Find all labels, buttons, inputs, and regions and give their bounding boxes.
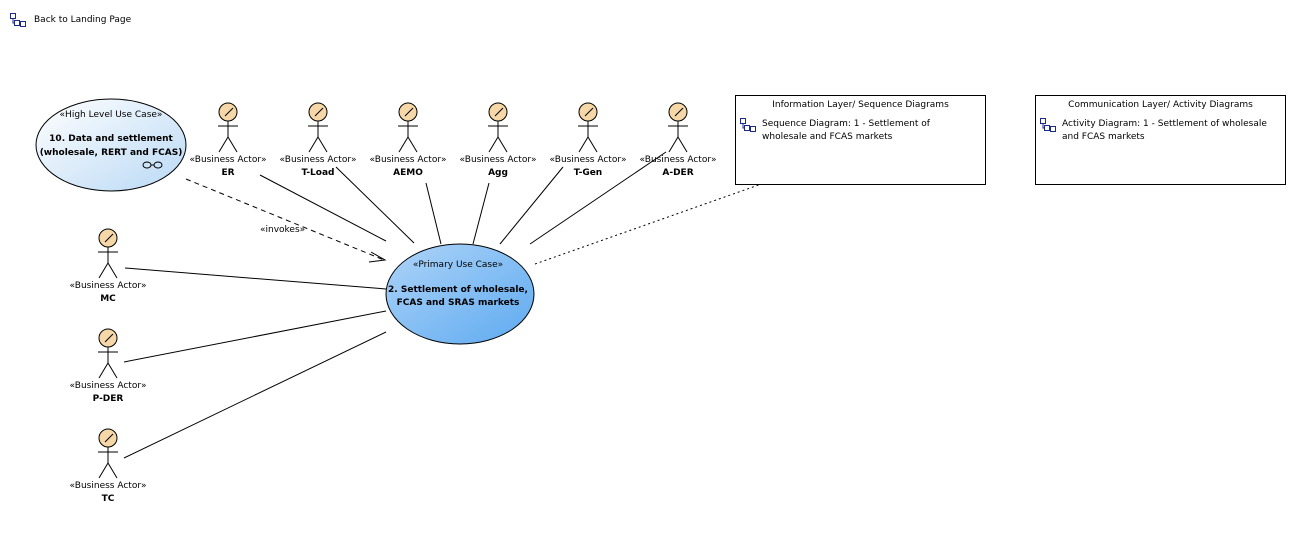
actor-stereotype: «Business Actor»	[189, 155, 266, 165]
actor-name: MC	[100, 294, 116, 304]
actor-figure-icon	[218, 102, 238, 153]
composite-link-icon	[142, 161, 163, 169]
high-level-use-case-name-line1: 10. Data and settlement	[49, 134, 173, 144]
actor-stereotype: «Business Actor»	[69, 481, 146, 491]
primary-use-case[interactable]: «Primary Use Case» 2. Settlement of whol…	[385, 243, 535, 345]
actor-mc[interactable]: «Business Actor» MC	[69, 228, 147, 304]
diagram-link-icon	[10, 13, 26, 27]
actor-name: T-Load	[302, 168, 335, 178]
actor-figure-icon	[578, 102, 598, 153]
invokes-dependency: «invokes»	[185, 178, 387, 263]
actor-p-der[interactable]: «Business Actor» P-DER	[69, 328, 147, 404]
high-level-use-case-name-line2: (wholesale, RERT and FCAS)	[40, 148, 183, 158]
actor-figure-icon	[668, 102, 688, 153]
activity-diagram-link-line1: Activity Diagram: 1 - Settlement of whol…	[1062, 119, 1267, 129]
activity-diagram-link-line2: and FCAS markets	[1062, 132, 1145, 142]
actor-name: T-Gen	[574, 168, 602, 178]
diagram-link-icon	[740, 118, 756, 132]
actor-stereotype: «Business Actor»	[369, 155, 446, 165]
actor-t-gen[interactable]: «Business Actor» T-Gen	[549, 102, 627, 178]
actor-figure-icon	[98, 228, 118, 279]
sequence-diagram-link-line2: wholesale and FCAS markets	[762, 132, 893, 142]
primary-use-case-name-line2: FCAS and SRAS markets	[397, 298, 520, 308]
primary-use-case-stereotype: «Primary Use Case»	[413, 260, 503, 270]
activity-diagram-link[interactable]: Activity Diagram: 1 - Settlement of whol…	[1040, 118, 1282, 144]
actor-stereotype: «Business Actor»	[69, 381, 146, 391]
actor-tc[interactable]: «Business Actor» TC	[69, 428, 147, 504]
actor-stereotype: «Business Actor»	[639, 155, 716, 165]
actor-figure-icon	[98, 328, 118, 379]
actor-a-der[interactable]: «Business Actor» A-DER	[639, 102, 717, 178]
actor-t-load[interactable]: «Business Actor» T-Load	[279, 102, 357, 178]
actor-stereotype: «Business Actor»	[69, 281, 146, 291]
high-level-use-case[interactable]: «High Level Use Case» 10. Data and settl…	[35, 98, 187, 192]
association-t-load	[335, 166, 415, 244]
actor-stereotype: «Business Actor»	[459, 155, 536, 165]
association-tc	[123, 331, 387, 459]
information-layer-box: Information Layer/ Sequence Diagrams Seq…	[735, 95, 986, 185]
back-link-label: Back to Landing Page	[34, 15, 132, 25]
actor-aemo[interactable]: «Business Actor» AEMO	[369, 102, 447, 178]
communication-layer-box: Communication Layer/ Activity Diagrams A…	[1035, 95, 1286, 185]
sequence-diagram-link[interactable]: Sequence Diagram: 1 - Settlement of whol…	[740, 118, 982, 144]
actor-name: A-DER	[662, 168, 693, 178]
invokes-label: «invokes»	[260, 225, 305, 235]
actor-stereotype: «Business Actor»	[549, 155, 626, 165]
actor-name: AEMO	[393, 168, 423, 178]
association-t-gen	[499, 166, 564, 245]
information-layer-title: Information Layer/ Sequence Diagrams	[772, 100, 949, 110]
actor-name: ER	[221, 168, 234, 178]
association-lines	[123, 151, 667, 459]
communication-layer-title: Communication Layer/ Activity Diagrams	[1068, 100, 1253, 110]
actor-figure-icon	[488, 102, 508, 153]
actor-name: Agg	[488, 168, 508, 178]
actor-er[interactable]: «Business Actor» ER	[189, 102, 267, 178]
back-to-landing-link[interactable]: Back to Landing Page	[10, 12, 131, 28]
actor-stereotype: «Business Actor»	[279, 155, 356, 165]
primary-use-case-name-line1: 2. Settlement of wholesale,	[388, 285, 528, 295]
high-level-use-case-stereotype: «High Level Use Case»	[60, 110, 163, 120]
actor-figure-icon	[398, 102, 418, 153]
association-aemo	[425, 182, 442, 245]
association-mc	[124, 267, 387, 290]
actor-name: TC	[102, 494, 115, 504]
sequence-diagram-link-line1: Sequence Diagram: 1 - Settlement of	[762, 119, 930, 129]
actor-figure-icon	[308, 102, 328, 153]
diagram-link-icon	[1040, 118, 1056, 132]
association-er	[259, 174, 387, 242]
association-a-der	[529, 151, 667, 245]
actors: «Business Actor» ER «Business Actor» T-Load…	[69, 102, 717, 504]
actor-name: P-DER	[93, 394, 124, 404]
actor-figure-icon	[98, 428, 118, 479]
association-p-der	[123, 310, 387, 363]
actor-agg[interactable]: «Business Actor» Agg	[459, 102, 537, 178]
association-agg	[472, 182, 490, 245]
